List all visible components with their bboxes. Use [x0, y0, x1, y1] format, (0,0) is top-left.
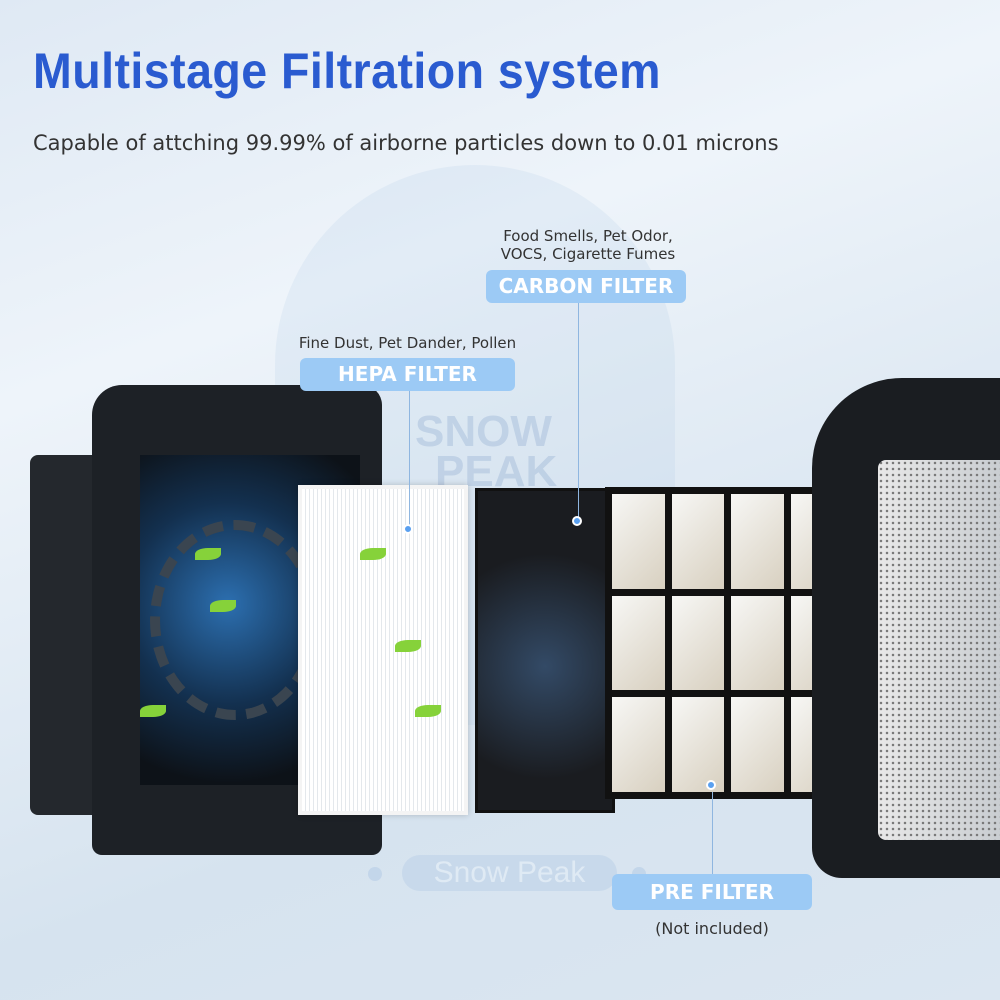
page-title: Multistage Filtration system: [33, 43, 661, 99]
pre-pointer-line: [712, 792, 713, 874]
hepa-description: Fine Dust, Pet Dander, Pollen: [298, 334, 517, 352]
leaf-icon: [395, 640, 421, 652]
hepa-filter-panel: [298, 485, 468, 815]
leaf-icon: [140, 705, 166, 717]
leaf-icon: [360, 548, 386, 560]
watermark-dot: [368, 867, 382, 881]
front-cover-grill: [878, 460, 1000, 840]
fan-icon: [150, 520, 320, 720]
watermark-pill: Snow Peak: [402, 855, 617, 891]
pre-filter-label: PRE FILTER: [612, 874, 812, 910]
page-subtitle: Capable of attching 99.99% of airborne p…: [33, 131, 779, 155]
pre-filter-note: (Not included): [655, 919, 769, 938]
leaf-icon: [415, 705, 441, 717]
leaf-icon: [195, 548, 221, 560]
carbon-pointer-line: [578, 303, 579, 518]
hepa-pointer-dot: [403, 524, 413, 534]
carbon-pointer-dot: [572, 516, 582, 526]
carbon-filter-panel: [475, 488, 615, 813]
pre-pointer-dot: [706, 780, 716, 790]
leaf-icon: [210, 600, 236, 612]
hepa-pointer-line: [409, 391, 410, 526]
hepa-label: HEPA FILTER: [300, 358, 515, 391]
carbon-label: CARBON FILTER: [486, 270, 686, 303]
carbon-description: Food Smells, Pet Odor,VOCS, Cigarette Fu…: [500, 227, 676, 263]
